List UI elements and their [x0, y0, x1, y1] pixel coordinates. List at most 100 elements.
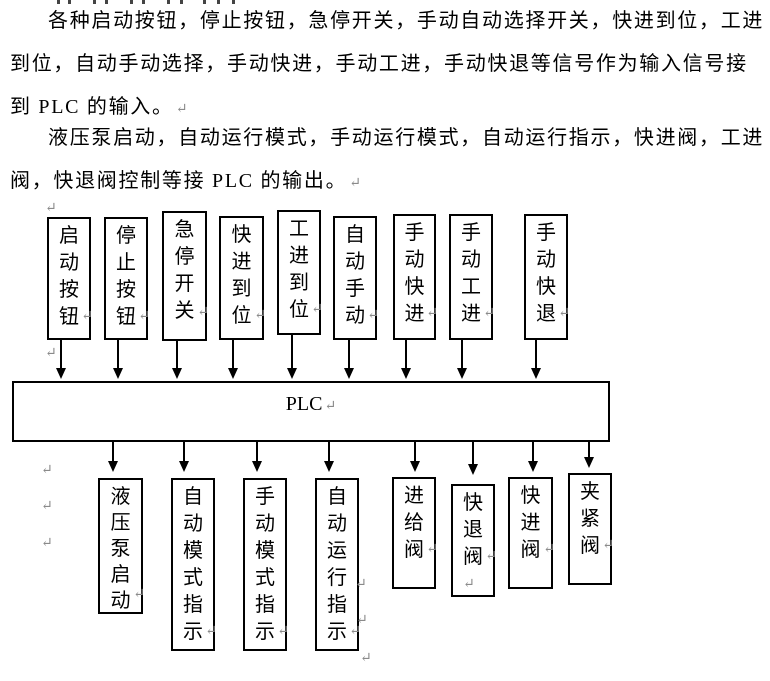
output-arrow — [472, 442, 474, 464]
paragraph-mark-icon: ↵ — [543, 542, 555, 557]
arrowhead-icon — [468, 464, 478, 475]
box-label: 工进到位 — [289, 218, 309, 321]
clipped-text-fragment — [68, 0, 71, 4]
box-label: 快进到位 — [231, 224, 252, 327]
paragraph-text: 各种启动按钮，停止按钮，急停开关，手动自动选择开关，快进到位，工进到位，自动手动… — [10, 10, 765, 118]
output-arrow — [112, 442, 114, 461]
box-label: 停止按钮 — [116, 225, 136, 328]
input-box-emergency-stop-switch: 急停开关 ↵ — [162, 211, 209, 341]
input-arrow — [461, 340, 463, 368]
output-arrow — [532, 442, 534, 461]
body-paragraph-outputs: 液压泵启动，自动运行模式，手动运行模式，自动运行指示，快进阀，工进阀，快退阀控制… — [10, 117, 768, 205]
paragraph-mark-icon: ↵ — [426, 542, 438, 557]
arrowhead-icon — [457, 368, 467, 379]
output-box-hydraulic-pump-start: 液压泵启动 ↵ — [98, 478, 145, 614]
paragraph-mark-icon: ↵ — [602, 538, 614, 553]
paragraph-mark-icon: ↵ — [558, 306, 570, 321]
arrowhead-icon — [252, 461, 262, 472]
output-arrow — [588, 442, 590, 457]
output-box-manual-mode-indicator: 手动模式指示 ↵ — [243, 478, 289, 651]
box-label: 启动按钮 — [59, 225, 79, 328]
paragraph-mark-icon: ↵ — [133, 587, 145, 602]
input-arrow — [60, 340, 62, 368]
paragraph-mark-icon: ↵ — [367, 308, 379, 323]
input-box-manual-rapid-advance: 手动快进 ↵ — [393, 214, 438, 340]
arrowhead-icon — [113, 368, 123, 379]
output-box-rapid-advance-valve: 快进阀 ↵ — [508, 477, 555, 589]
clipped-text-fragment — [167, 0, 170, 4]
output-box-clamp-valve: 夹紧阀 ↵ — [568, 473, 614, 585]
paragraph-mark-icon: ↵ — [356, 613, 368, 628]
arrowhead-icon — [108, 461, 118, 472]
input-arrow — [405, 340, 407, 368]
arrowhead-icon — [528, 461, 538, 472]
paragraph-mark-icon: ↵ — [349, 624, 361, 639]
paragraph-mark-icon: ↵ — [41, 463, 53, 478]
input-box-stop-button: 停止按钮 ↵ — [104, 217, 150, 340]
output-box-rapid-retract-valve: 快退阀 ↵ ↵ — [451, 484, 497, 597]
paragraph-mark-icon: ↵ — [324, 399, 337, 414]
paragraph-mark-icon: ↵ — [426, 306, 438, 321]
box-label: 手动工进 — [461, 222, 481, 325]
plc-label: PLC — [285, 393, 323, 415]
paragraph-mark-icon: ↵ — [254, 308, 266, 323]
arrowhead-icon — [287, 368, 297, 379]
arrowhead-icon — [401, 368, 411, 379]
clipped-text-fragment — [203, 0, 206, 4]
input-arrow — [535, 340, 537, 368]
paragraph-mark-icon: ↵ — [175, 102, 188, 117]
paragraph-text: 液压泵启动，自动运行模式，手动运行模式，自动运行指示，快进阀，工进阀，快退阀控制… — [10, 127, 765, 192]
arrowhead-icon — [531, 368, 541, 379]
box-label: 手动快进 — [404, 222, 425, 325]
input-box-manual-rapid-retract: 手动快退 ↵ — [524, 214, 570, 340]
input-box-work-advance-in-position: 工进到位 ↵ — [277, 210, 323, 335]
box-label: 进给阀 — [404, 485, 424, 561]
arrowhead-icon — [344, 368, 354, 379]
arrowhead-icon — [172, 368, 182, 379]
input-box-start-button: 启动按钮 ↵ — [47, 217, 93, 340]
input-box-rapid-advance-in-position: 快进到位 ↵ — [219, 216, 266, 340]
output-arrow — [328, 442, 330, 461]
arrowhead-icon — [228, 368, 238, 379]
output-box-auto-mode-indicator: 自动模式指示 ↵ — [171, 478, 217, 651]
output-box-feed-valve: 进给阀 ↵ — [392, 477, 438, 589]
input-box-manual-work-advance: 手动工进 ↵ — [449, 214, 495, 340]
body-paragraph-inputs: 各种启动按钮，停止按钮，急停开关，手动自动选择开关，快进到位，工进到位，自动手动… — [10, 0, 768, 131]
clipped-text-fragment — [93, 0, 96, 4]
box-label: 快退阀 — [463, 492, 483, 568]
input-arrow — [176, 341, 178, 368]
box-label: 自动模式指示 — [183, 486, 203, 643]
input-box-auto-manual-select: 自动手动 ↵ — [333, 216, 379, 340]
paragraph-mark-icon: ↵ — [360, 651, 372, 666]
box-label: 自动手动 — [345, 224, 365, 327]
box-label: 手动快退 — [536, 222, 556, 325]
paragraph-mark-icon: ↵ — [349, 176, 362, 191]
box-label: 自动运行指示 — [327, 486, 347, 643]
paragraph-mark-icon: ↵ — [463, 577, 475, 592]
plc-box: PLC↵ — [12, 381, 610, 442]
paragraph-mark-icon: ↵ — [277, 624, 289, 639]
output-arrow — [414, 442, 416, 461]
paragraph-mark-icon: ↵ — [45, 201, 57, 216]
clipped-text-fragment — [105, 0, 108, 4]
output-box-auto-run-indicator: 自动运行指示 ↵ — [315, 478, 361, 651]
clipped-text-fragment — [180, 0, 183, 4]
arrowhead-icon — [56, 368, 66, 379]
box-label: 急停开关 — [174, 219, 195, 322]
output-arrow — [183, 442, 185, 461]
box-label: 液压泵启动 — [110, 486, 131, 612]
paragraph-mark-icon: ↵ — [311, 302, 323, 317]
arrowhead-icon — [410, 461, 420, 472]
box-label: 手动模式指示 — [255, 486, 275, 643]
box-label: 夹紧阀 — [580, 481, 600, 557]
paragraph-mark-icon: ↵ — [205, 624, 217, 639]
paragraph-mark-icon: ↵ — [41, 536, 53, 551]
output-arrow — [256, 442, 258, 461]
clipped-text-fragment — [57, 0, 60, 4]
paragraph-mark-icon: ↵ — [138, 309, 150, 324]
paragraph-mark-icon: ↵ — [197, 305, 209, 320]
paragraph-mark-icon: ↵ — [485, 549, 497, 564]
clipped-text-fragment — [217, 0, 220, 4]
input-arrow — [348, 340, 350, 368]
